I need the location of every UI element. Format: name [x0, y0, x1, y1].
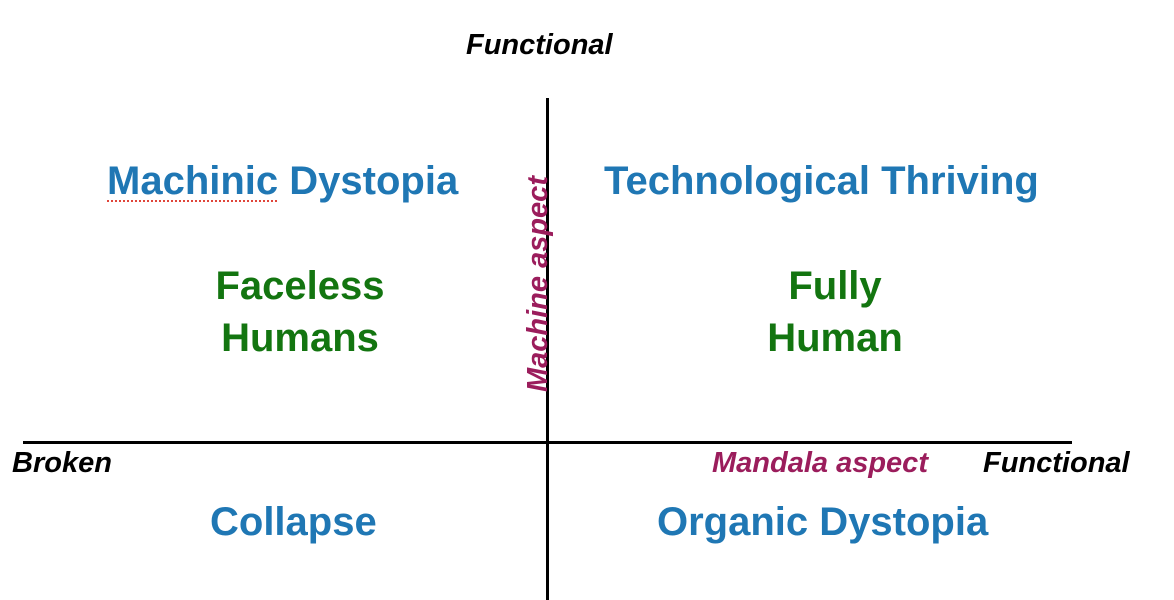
quadrant-bottom-left-title: Collapse: [210, 500, 377, 544]
subtitle-line-2: Human: [767, 316, 903, 360]
axis-top-label: Functional: [466, 29, 613, 61]
quadrant-top-left-subtitle: Faceless Humans: [190, 260, 410, 364]
machine-aspect-label: Machine aspect: [522, 176, 554, 392]
axis-left-label: Broken: [12, 447, 112, 479]
subtitle-line-1: Faceless: [215, 264, 385, 308]
horizontal-axis: [23, 441, 1072, 444]
axis-right-label: Functional: [983, 447, 1130, 479]
mandala-aspect-label: Mandala aspect: [712, 447, 928, 479]
quadrant-top-left-title: Machinic Dystopia: [107, 161, 458, 201]
vertical-axis: [546, 98, 549, 600]
quadrant-top-right-title: Technological Thriving: [604, 159, 1039, 203]
quadrant-bottom-right-title: Organic Dystopia: [657, 500, 989, 544]
title-word-dystopia: Dystopia: [278, 159, 459, 203]
subtitle-line-2: Humans: [221, 316, 379, 360]
title-word-machinic: Machinic: [107, 159, 279, 203]
subtitle-line-1: Fully: [788, 264, 882, 308]
quadrant-top-right-subtitle: Fully Human: [735, 260, 935, 364]
